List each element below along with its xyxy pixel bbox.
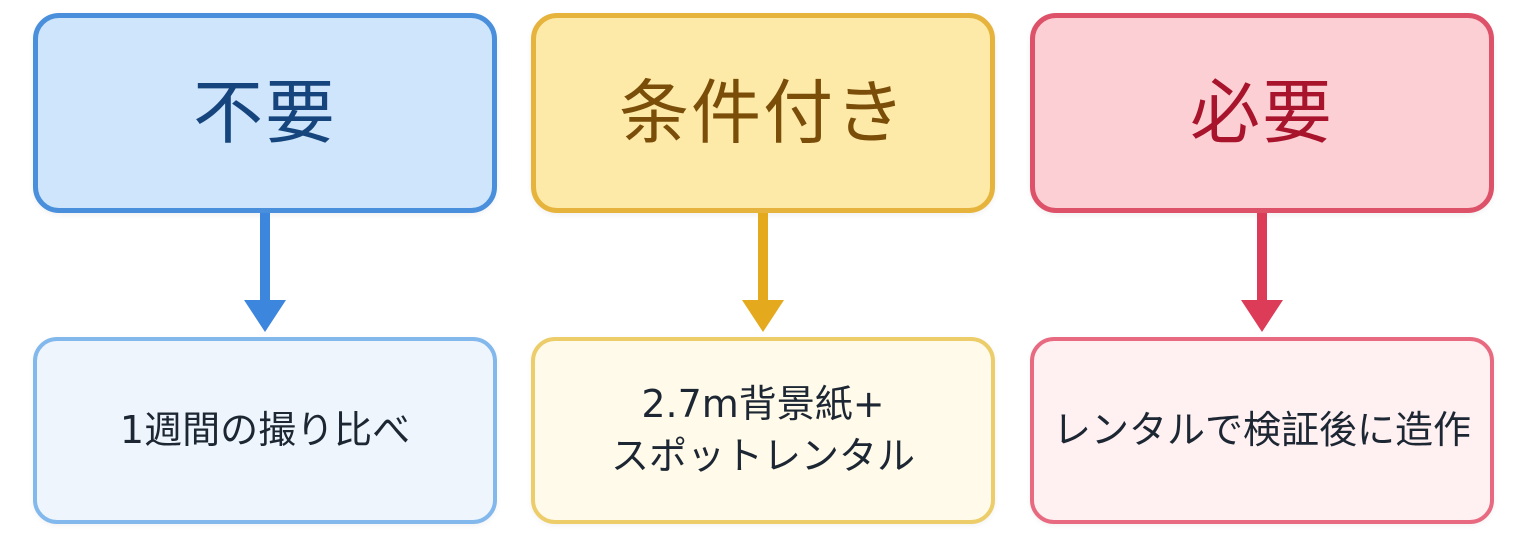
status-box-not-required: 不要	[33, 13, 497, 213]
action-box-not-required: 1週間の撮り比べ	[33, 337, 497, 524]
action-label-not-required: 1週間の撮り比べ	[119, 407, 411, 452]
arrow-down-icon	[742, 300, 784, 332]
status-box-conditional: 条件付き	[531, 13, 995, 213]
connector-line-required	[1257, 213, 1267, 303]
connector-line-conditional	[758, 213, 768, 303]
action-label-required: レンタルで検証後に造作	[1052, 407, 1471, 452]
action-box-conditional: 2.7m背景紙+ スポットレンタル	[531, 337, 995, 524]
connector-line-not-required	[260, 213, 270, 303]
column-conditional: 条件付き 2.7m背景紙+ スポットレンタル	[531, 0, 995, 538]
action-label-conditional: 2.7m背景紙+ スポットレンタル	[610, 382, 915, 478]
status-label-not-required: 不要	[193, 72, 337, 154]
column-not-required: 不要 1週間の撮り比べ	[33, 0, 497, 538]
arrow-down-icon	[244, 300, 286, 332]
column-required: 必要 レンタルで検証後に造作	[1030, 0, 1494, 538]
status-label-required: 必要	[1190, 72, 1334, 154]
status-label-conditional: 条件付き	[619, 72, 907, 154]
arrow-down-icon	[1241, 300, 1283, 332]
status-box-required: 必要	[1030, 13, 1494, 213]
action-box-required: レンタルで検証後に造作	[1030, 337, 1494, 524]
